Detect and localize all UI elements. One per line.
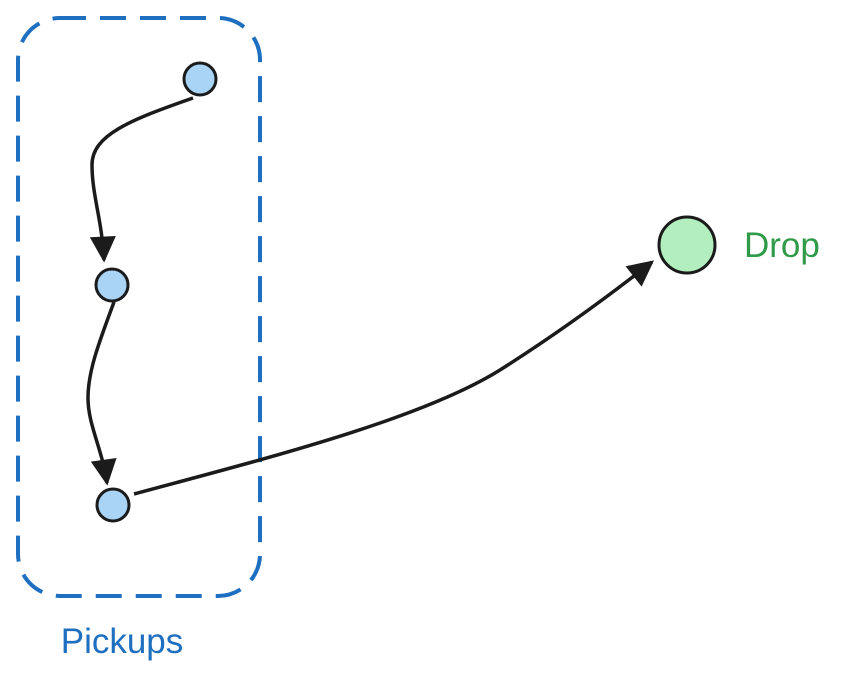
drop-label: Drop xyxy=(744,226,820,265)
arrow-pickup-3-to-drop xyxy=(133,260,655,496)
arrow-pickup-1-to-pickup-2 xyxy=(89,96,194,263)
pickup-node-3 xyxy=(95,487,131,523)
pickups-group-box xyxy=(16,16,262,598)
pickups-label: Pickups xyxy=(61,622,184,661)
pickup-node-2 xyxy=(94,267,130,303)
drop-node xyxy=(657,215,717,275)
pickup-node-1 xyxy=(182,61,218,97)
arrow-pickup-2-to-pickup-3 xyxy=(86,301,117,486)
